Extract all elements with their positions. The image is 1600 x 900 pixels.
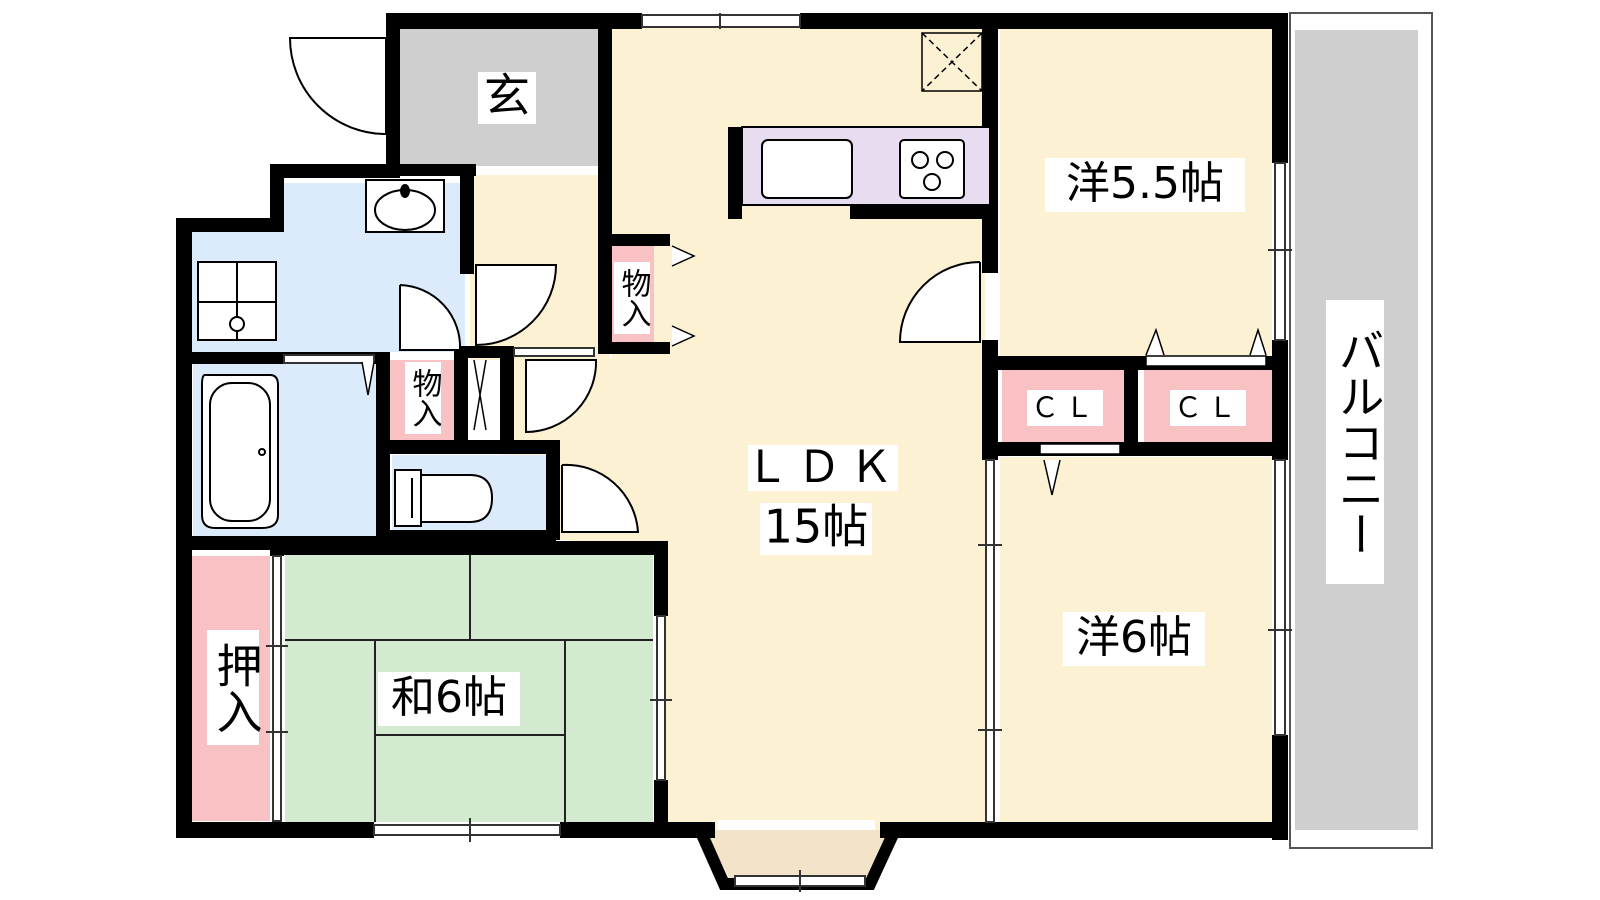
bathtub-icon xyxy=(201,374,279,529)
sink-icon xyxy=(761,139,853,199)
closet-a-label: ＣＬ xyxy=(1031,391,1099,424)
storage-hall-label: 物入 xyxy=(407,368,443,428)
tatami-mat-lines xyxy=(285,555,653,822)
balcony-label: バルコニー xyxy=(1332,327,1386,557)
entrance-label: 玄 xyxy=(484,69,530,123)
washbasin-icon xyxy=(365,179,445,233)
exhaust-hood-icon xyxy=(921,32,983,92)
bay-window-floor xyxy=(705,830,890,880)
closet-b-label: ＣＬ xyxy=(1174,391,1242,424)
oshiire-label: 押入 xyxy=(210,642,264,734)
door-swing-icon xyxy=(288,37,981,533)
ldk-floor xyxy=(500,22,990,830)
ldk-name-label: ＬＤＫ xyxy=(745,442,901,493)
washitsu-label: 和6帖 xyxy=(391,672,507,723)
western-room-a-label: 洋5.5帖 xyxy=(1066,158,1224,209)
ldk-size-label: 15帖 xyxy=(764,500,869,554)
washing-machine-icon xyxy=(197,261,277,341)
storage-kitchen-label: 物入 xyxy=(616,268,652,328)
walls xyxy=(176,13,1288,840)
closet-door-marks xyxy=(361,245,1267,496)
window-icon xyxy=(266,13,1292,892)
stove-icon xyxy=(899,139,965,199)
western-room-b-label: 洋6帖 xyxy=(1076,612,1192,663)
toilet-icon xyxy=(394,469,494,527)
